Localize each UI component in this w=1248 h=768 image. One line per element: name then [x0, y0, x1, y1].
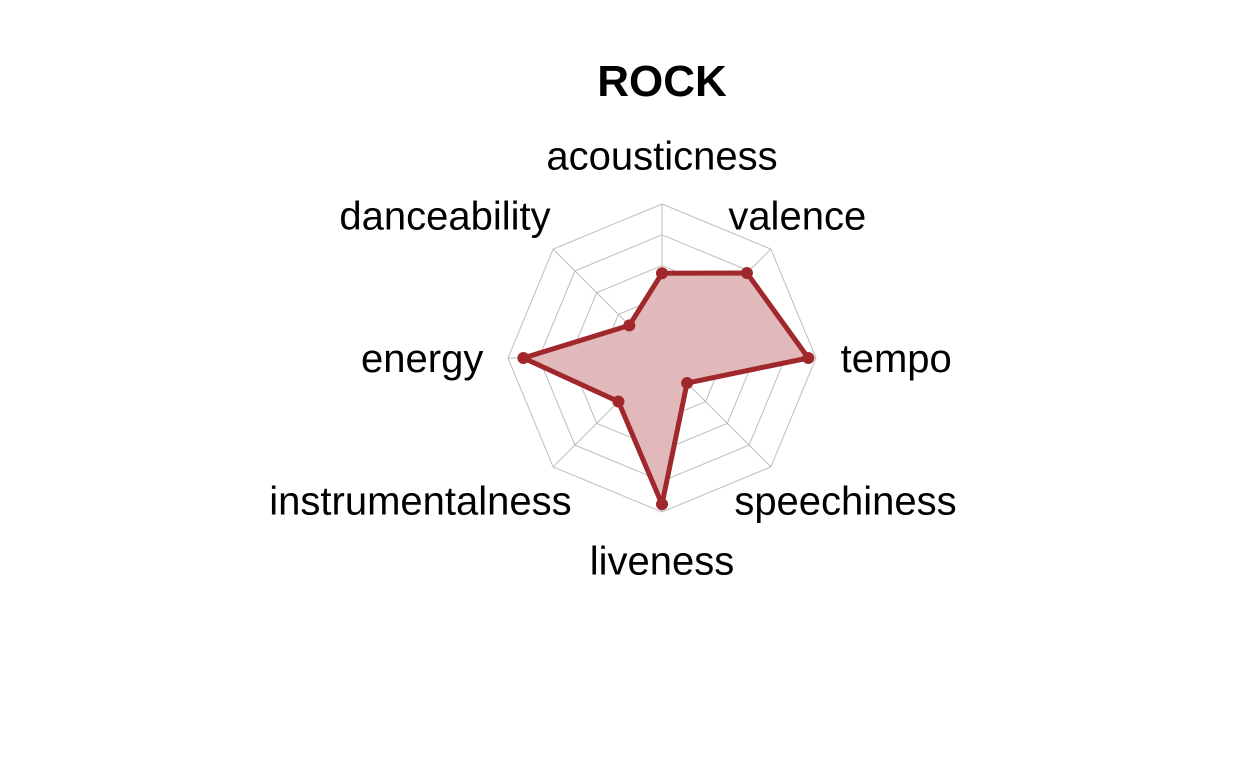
axis-label-tempo: tempo	[841, 337, 952, 381]
data-point-liveness	[656, 498, 668, 511]
data-point-speechiness	[681, 377, 694, 390]
axis-label-valence: valence	[728, 195, 866, 239]
axis-label-liveness: liveness	[590, 540, 735, 584]
axis-label-speechiness: speechiness	[734, 479, 956, 523]
axis-label-danceability: danceability	[339, 195, 550, 239]
data-point-acousticness	[656, 267, 668, 280]
chart-title: ROCK	[597, 57, 727, 106]
axis-label-instrumentalness: instrumentalness	[269, 479, 571, 523]
data-point-energy	[517, 352, 530, 364]
axis-labels: acousticness valence tempo speechiness liven…	[269, 134, 956, 583]
axis-label-acousticness: acousticness	[546, 134, 777, 178]
radar-series	[517, 267, 815, 511]
axis-label-energy: energy	[361, 337, 483, 381]
data-point-instrumentalness	[612, 395, 625, 408]
data-point-tempo	[802, 352, 815, 364]
data-point-danceability	[623, 319, 636, 332]
data-point-valence	[740, 267, 753, 280]
